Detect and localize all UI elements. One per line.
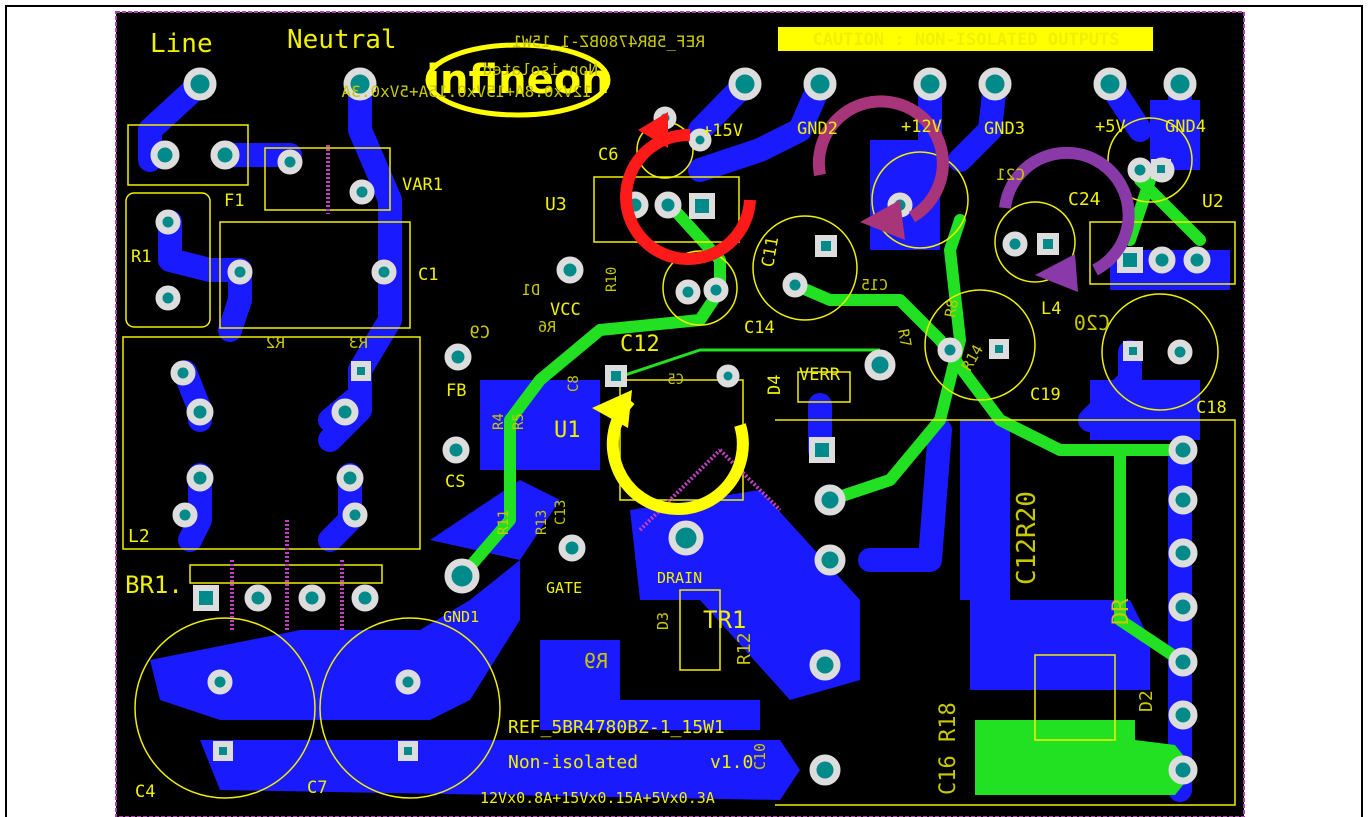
thin-green-trace <box>615 348 880 380</box>
silkscreen-outlines <box>122 117 1236 806</box>
label-labels-f1: F1 <box>224 191 244 211</box>
label-labels-m-r7: R7 <box>894 328 915 349</box>
loop-maroon <box>812 95 949 223</box>
label-labels-c12: C12 <box>620 332 660 357</box>
label-labels-m-r10: R10 <box>604 267 620 292</box>
magenta-hatches <box>230 145 782 630</box>
label-labels-m-r6: R6 <box>538 318 556 336</box>
pads <box>150 67 1211 786</box>
label-labels-m-c21: C21 <box>996 165 1025 184</box>
label-board-mirror-top-0: REF_5BR4780BZ-1_15W1 <box>512 32 705 51</box>
label-labels-c1: C1 <box>418 265 438 285</box>
label-labels-m-d1: D1 <box>522 281 540 299</box>
label-labels-drain: DRAIN <box>657 569 702 587</box>
label-labels-m-r13: R13 <box>534 510 550 535</box>
loop-yellow <box>606 395 749 515</box>
label-labels-cs: CS <box>445 472 465 492</box>
label-labels-l2: L2 <box>128 526 150 547</box>
green-traces <box>456 164 1206 666</box>
label-labels-m-c15: C15 <box>861 276 888 294</box>
label-labels-u3: U3 <box>545 194 567 215</box>
label-labels-m-r12: R12 <box>734 632 755 665</box>
label-labels-gnd2: GND2 <box>797 119 838 139</box>
label-board-bottom-spec: 12Vx0.8A+15Vx0.15A+5Vx0.3A <box>480 789 715 807</box>
label-labels-c18: C18 <box>1196 398 1227 418</box>
label-labels-m-c12r20: C12R20 <box>1012 491 1042 585</box>
loop-red <box>620 128 756 265</box>
label-labels-c24: C24 <box>1068 189 1101 210</box>
label-labels-m-r4: R4 <box>491 413 507 430</box>
label-labels-gnd1: GND1 <box>443 608 479 626</box>
label-labels-c6: C6 <box>598 145 618 165</box>
label-labels-c14: C14 <box>744 318 775 338</box>
label-labels-p15v: +15V <box>702 121 743 141</box>
label-labels-c4: C4 <box>135 782 155 802</box>
label-labels-m-dr: DR <box>1109 598 1134 625</box>
label-labels-m-c5: C5 <box>667 372 684 388</box>
label-labels-m-r9: R9 <box>584 649 608 673</box>
label-labels-d4: D4 <box>765 375 785 395</box>
infineon-logo: infineon <box>425 42 611 118</box>
label-labels-m-r3: R3 <box>349 333 368 352</box>
label-board-mirror-top-2: 12Vx0.8A+15Vx0.15A+5Vx0.3A <box>341 82 592 101</box>
label-labels-neutral: Neutral <box>287 25 397 55</box>
label-labels-br1: BR1. <box>125 571 183 599</box>
silkscreen-labels: Line Neutral CAUTION : NON-ISOLATED OUTPUT… <box>125 25 1227 807</box>
label-labels-m-d3: D3 <box>654 612 672 630</box>
label-labels-m-r5: R5 <box>511 413 527 430</box>
label-labels-m-d2: D2 <box>1136 690 1157 712</box>
label-labels-m-c20: C20 <box>1074 311 1110 335</box>
label-labels-tr1: TR1 <box>703 606 746 634</box>
label-labels-l4: L4 <box>1041 299 1061 319</box>
label-board-bottom-iso: Non-isolated <box>508 752 638 773</box>
label-labels-m-r2: R2 <box>266 333 285 352</box>
current-loops <box>592 95 1135 515</box>
caution-banner-bg <box>778 27 1153 51</box>
label-labels-gate: GATE <box>546 579 582 597</box>
label-labels-m-c9: C9 <box>470 323 490 343</box>
label-labels-r1: R1 <box>131 247 151 267</box>
label-labels-fb: FB <box>446 381 466 401</box>
label-labels-c19: C19 <box>1030 385 1061 405</box>
label-labels-p12v: +12V <box>901 117 942 137</box>
label-labels-p5v: +5V <box>1095 117 1126 137</box>
label-labels-gnd3: GND3 <box>984 119 1025 139</box>
label-board-mirror-top-1: Non-isolated <box>482 60 598 79</box>
label-board-caution: CAUTION : NON-ISOLATED OUTPUTS <box>812 30 1119 50</box>
label-labels-u1: U1 <box>554 418 581 443</box>
green-copper-pad <box>975 720 1135 795</box>
label-labels-m-r11: R11 <box>496 510 512 535</box>
label-labels-m-c8: C8 <box>566 375 582 392</box>
label-labels-m-c13: C13 <box>553 500 569 525</box>
label-labels-c7: C7 <box>307 778 327 798</box>
loop-purple <box>999 146 1135 276</box>
svg-text:infineon: infineon <box>426 57 609 103</box>
label-labels-m-c10: C10 <box>751 743 769 770</box>
window-frame <box>5 5 1363 817</box>
label-labels-gnd4: GND4 <box>1165 117 1206 137</box>
label-board-bottom-ref: REF_5BR4780BZ-1_15W1 <box>508 717 725 738</box>
label-labels-var1: VAR1 <box>402 175 443 195</box>
label-labels-m-c16r18: C16 R18 <box>936 702 961 795</box>
label-board-bottom-ver: v1.0 <box>710 752 753 773</box>
label-labels-verr: VERR <box>799 365 841 385</box>
label-labels-vcc: VCC <box>550 300 581 320</box>
label-labels-m-r8: R8 <box>941 298 962 319</box>
label-labels-line: Line <box>150 29 213 59</box>
label-labels-u2: U2 <box>1202 191 1224 212</box>
